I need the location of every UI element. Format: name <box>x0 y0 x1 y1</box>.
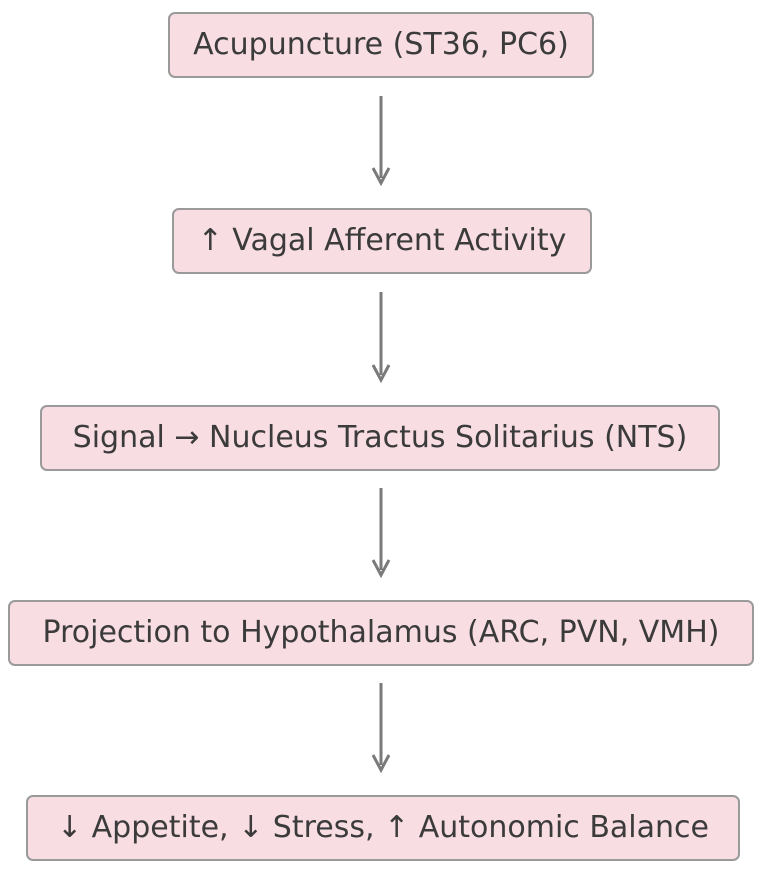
arrow-head <box>371 754 391 774</box>
node-label: Acupuncture (ST36, PC6) <box>193 27 569 62</box>
node-vagal-afferent-activity: ↑ Vagal Afferent Activity <box>172 208 592 274</box>
arrow-3-to-4 <box>371 488 391 579</box>
node-label: ↑ Vagal Afferent Activity <box>197 223 567 258</box>
node-label: Signal → Nucleus Tractus Solitarius (NTS… <box>72 420 688 455</box>
node-nucleus-tractus-solitarius: Signal → Nucleus Tractus Solitarius (NTS… <box>40 405 720 471</box>
arrow-head <box>371 167 391 187</box>
arrow-head <box>371 559 391 579</box>
node-hypothalamus-projection: Projection to Hypothalamus (ARC, PVN, VM… <box>8 600 754 666</box>
node-label: Projection to Hypothalamus (ARC, PVN, VM… <box>42 615 720 650</box>
arrow-1-to-2 <box>371 96 391 187</box>
node-outcome: ↓ Appetite, ↓ Stress, ↑ Autonomic Balanc… <box>26 795 740 861</box>
arrow-2-to-3 <box>371 292 391 384</box>
node-acupuncture: Acupuncture (ST36, PC6) <box>168 12 594 78</box>
arrow-head <box>371 364 391 384</box>
arrow-4-to-5 <box>371 683 391 774</box>
node-label: ↓ Appetite, ↓ Stress, ↑ Autonomic Balanc… <box>56 810 709 845</box>
